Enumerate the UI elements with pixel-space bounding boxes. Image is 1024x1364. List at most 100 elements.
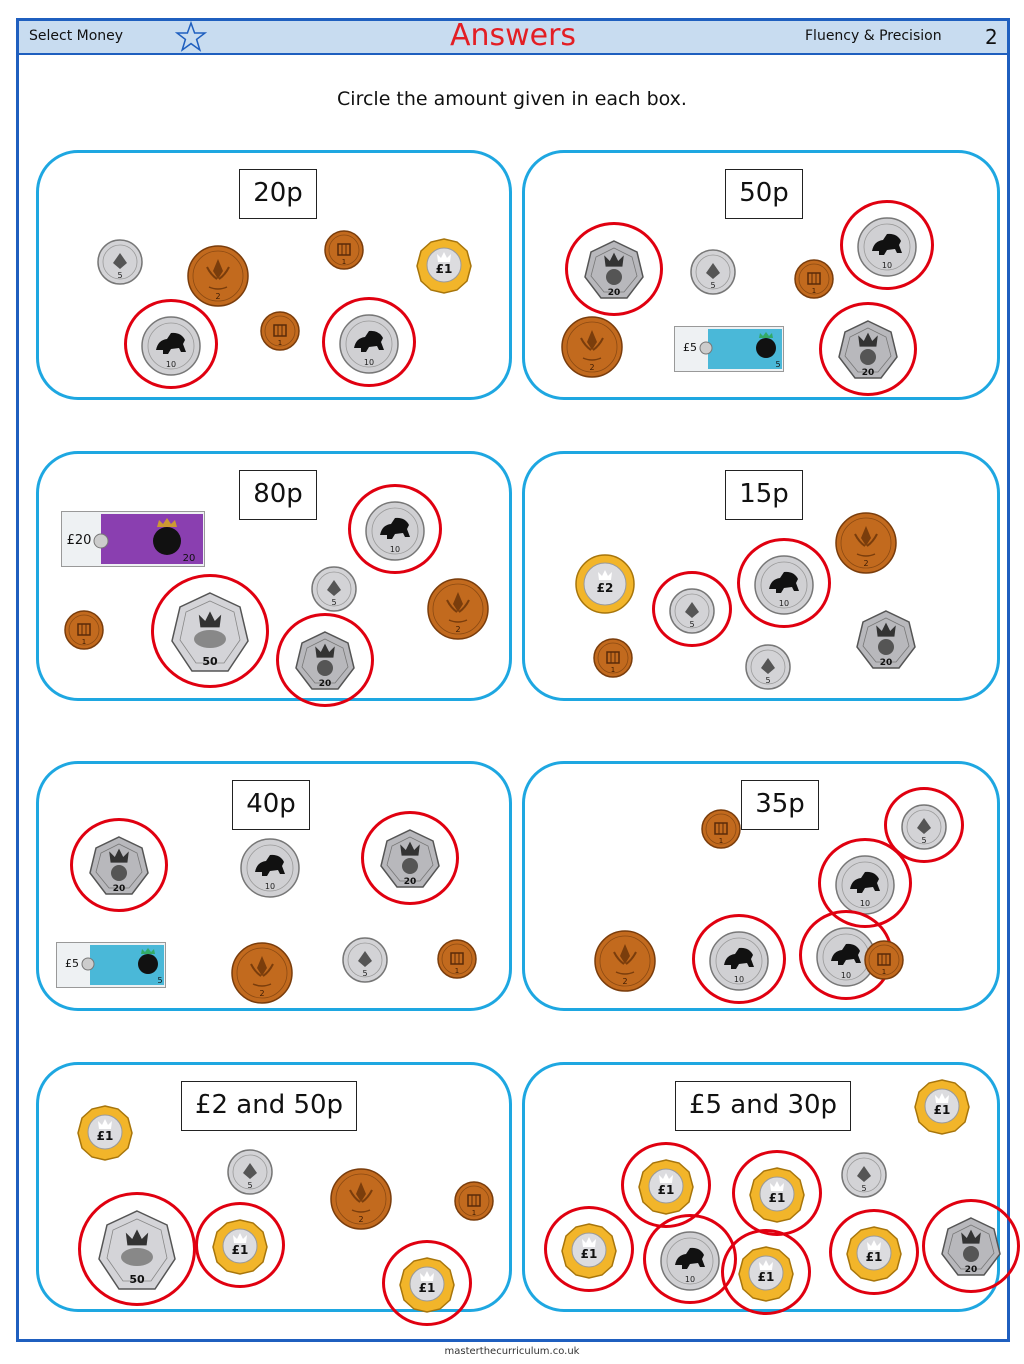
svg-text:2: 2 bbox=[589, 363, 594, 372]
answer-circle bbox=[322, 297, 416, 387]
coin-c5[interactable]: 5 bbox=[311, 566, 357, 612]
target-amount: 80p bbox=[239, 470, 317, 520]
answer-circle bbox=[361, 811, 459, 905]
answer-circle bbox=[348, 484, 442, 574]
answer-circle bbox=[922, 1199, 1020, 1293]
answer-circle bbox=[195, 1202, 285, 1288]
money-panel: 40p 20 10 20 bbox=[36, 761, 512, 1011]
svg-text:2: 2 bbox=[455, 625, 460, 634]
svg-text:5: 5 bbox=[362, 969, 367, 978]
answer-circle bbox=[692, 914, 786, 1004]
svg-text:£5: £5 bbox=[683, 341, 697, 354]
coin-p2[interactable]: £2 bbox=[575, 554, 635, 614]
coin-c20[interactable]: 20 bbox=[854, 609, 918, 673]
page-number: 2 bbox=[985, 25, 998, 49]
page-title: Answers bbox=[449, 18, 577, 53]
answer-circle bbox=[737, 538, 831, 628]
money-panel: 50p 20 5 1 bbox=[522, 150, 1000, 400]
coin-c1[interactable]: 1 bbox=[324, 230, 364, 270]
banknote-n5[interactable]: £5 5 bbox=[56, 942, 166, 988]
answer-circle bbox=[732, 1150, 822, 1236]
coin-c5[interactable]: 5 bbox=[97, 239, 143, 285]
svg-text:1: 1 bbox=[82, 638, 86, 646]
answer-circle bbox=[151, 574, 269, 688]
coin-c2[interactable]: 2 bbox=[561, 316, 623, 378]
money-panel: 20p 5 2 1 bbox=[36, 150, 512, 400]
topic-label: Select Money bbox=[29, 28, 124, 44]
svg-text:£1: £1 bbox=[97, 1129, 114, 1143]
svg-text:2: 2 bbox=[863, 559, 868, 568]
target-amount: 35p bbox=[741, 780, 819, 830]
svg-text:2: 2 bbox=[259, 989, 264, 998]
coin-c5[interactable]: 5 bbox=[841, 1152, 887, 1198]
answer-circle bbox=[840, 200, 934, 290]
coin-c10[interactable]: 10 bbox=[240, 838, 300, 898]
svg-text:1: 1 bbox=[278, 339, 282, 347]
svg-text:1: 1 bbox=[472, 1209, 476, 1217]
svg-text:£1: £1 bbox=[436, 262, 453, 276]
svg-text:5: 5 bbox=[117, 271, 122, 280]
coin-c5[interactable]: 5 bbox=[745, 644, 791, 690]
coin-c1[interactable]: 1 bbox=[593, 638, 633, 678]
coin-c1[interactable]: 1 bbox=[794, 259, 834, 299]
svg-text:£2: £2 bbox=[597, 581, 614, 595]
svg-text:5: 5 bbox=[247, 1181, 252, 1190]
answer-circle bbox=[652, 571, 732, 647]
coin-c2[interactable]: 2 bbox=[330, 1168, 392, 1230]
coin-c1[interactable]: 1 bbox=[437, 939, 477, 979]
coin-c5[interactable]: 5 bbox=[690, 249, 736, 295]
svg-text:1: 1 bbox=[719, 837, 723, 845]
svg-text:20: 20 bbox=[880, 658, 893, 668]
answer-circle bbox=[78, 1192, 196, 1306]
coin-p1[interactable]: £1 bbox=[416, 238, 472, 294]
answer-circle bbox=[276, 613, 374, 707]
star-icon bbox=[175, 21, 207, 52]
coin-c5[interactable]: 5 bbox=[342, 937, 388, 983]
svg-text:5: 5 bbox=[331, 598, 336, 607]
page-frame bbox=[16, 18, 1010, 1342]
target-amount: 40p bbox=[232, 780, 310, 830]
svg-text:1: 1 bbox=[882, 968, 886, 976]
svg-text:£20: £20 bbox=[67, 533, 92, 548]
svg-text:2: 2 bbox=[622, 977, 627, 986]
category-label: Fluency & Precision bbox=[805, 28, 942, 44]
svg-text:1: 1 bbox=[611, 666, 615, 674]
coin-p1[interactable]: £1 bbox=[914, 1079, 970, 1135]
svg-text:2: 2 bbox=[215, 292, 220, 301]
coin-c2[interactable]: 2 bbox=[835, 512, 897, 574]
coin-c1[interactable]: 1 bbox=[454, 1181, 494, 1221]
coin-c1[interactable]: 1 bbox=[701, 809, 741, 849]
target-amount: 15p bbox=[725, 470, 803, 520]
coin-c5[interactable]: 5 bbox=[227, 1149, 273, 1195]
coin-c1[interactable]: 1 bbox=[864, 940, 904, 980]
banknote-n20[interactable]: £20 20 bbox=[61, 511, 205, 567]
answer-circle bbox=[884, 787, 964, 863]
svg-text:1: 1 bbox=[455, 967, 459, 975]
coin-c1[interactable]: 1 bbox=[260, 311, 300, 351]
coin-c2[interactable]: 2 bbox=[594, 930, 656, 992]
answer-circle bbox=[565, 222, 663, 316]
instruction-text: Circle the amount given in each box. bbox=[337, 88, 687, 110]
coin-c2[interactable]: 2 bbox=[231, 942, 293, 1004]
target-amount: £5 and 30p bbox=[675, 1081, 851, 1131]
money-panel: £2 and 50p £1 5 2 bbox=[36, 1062, 512, 1326]
svg-text:5: 5 bbox=[861, 1184, 866, 1193]
svg-text:1: 1 bbox=[342, 258, 346, 266]
svg-text:5: 5 bbox=[710, 281, 715, 290]
svg-text:10: 10 bbox=[265, 882, 275, 891]
coin-c2[interactable]: 2 bbox=[187, 245, 249, 307]
answer-circle bbox=[70, 818, 168, 912]
svg-text:5: 5 bbox=[765, 676, 770, 685]
coin-c2[interactable]: 2 bbox=[427, 578, 489, 640]
coin-c1[interactable]: 1 bbox=[64, 610, 104, 650]
coin-p1[interactable]: £1 bbox=[77, 1105, 133, 1161]
money-panel: 35p 5 10 1 10 bbox=[522, 761, 1000, 1011]
svg-text:5: 5 bbox=[157, 976, 162, 985]
footer-url: masterthecurriculum.co.uk bbox=[444, 1346, 580, 1357]
header-bar: Select Money Answers Fluency & Precision… bbox=[19, 18, 1007, 55]
banknote-n5[interactable]: £5 5 bbox=[674, 326, 784, 372]
answer-circle bbox=[819, 302, 917, 396]
svg-text:1: 1 bbox=[812, 287, 816, 295]
money-panel: 80p £20 20 10 5 bbox=[36, 451, 512, 707]
money-panel: £5 and 30p £1 £1 £1 5 bbox=[522, 1062, 1020, 1315]
